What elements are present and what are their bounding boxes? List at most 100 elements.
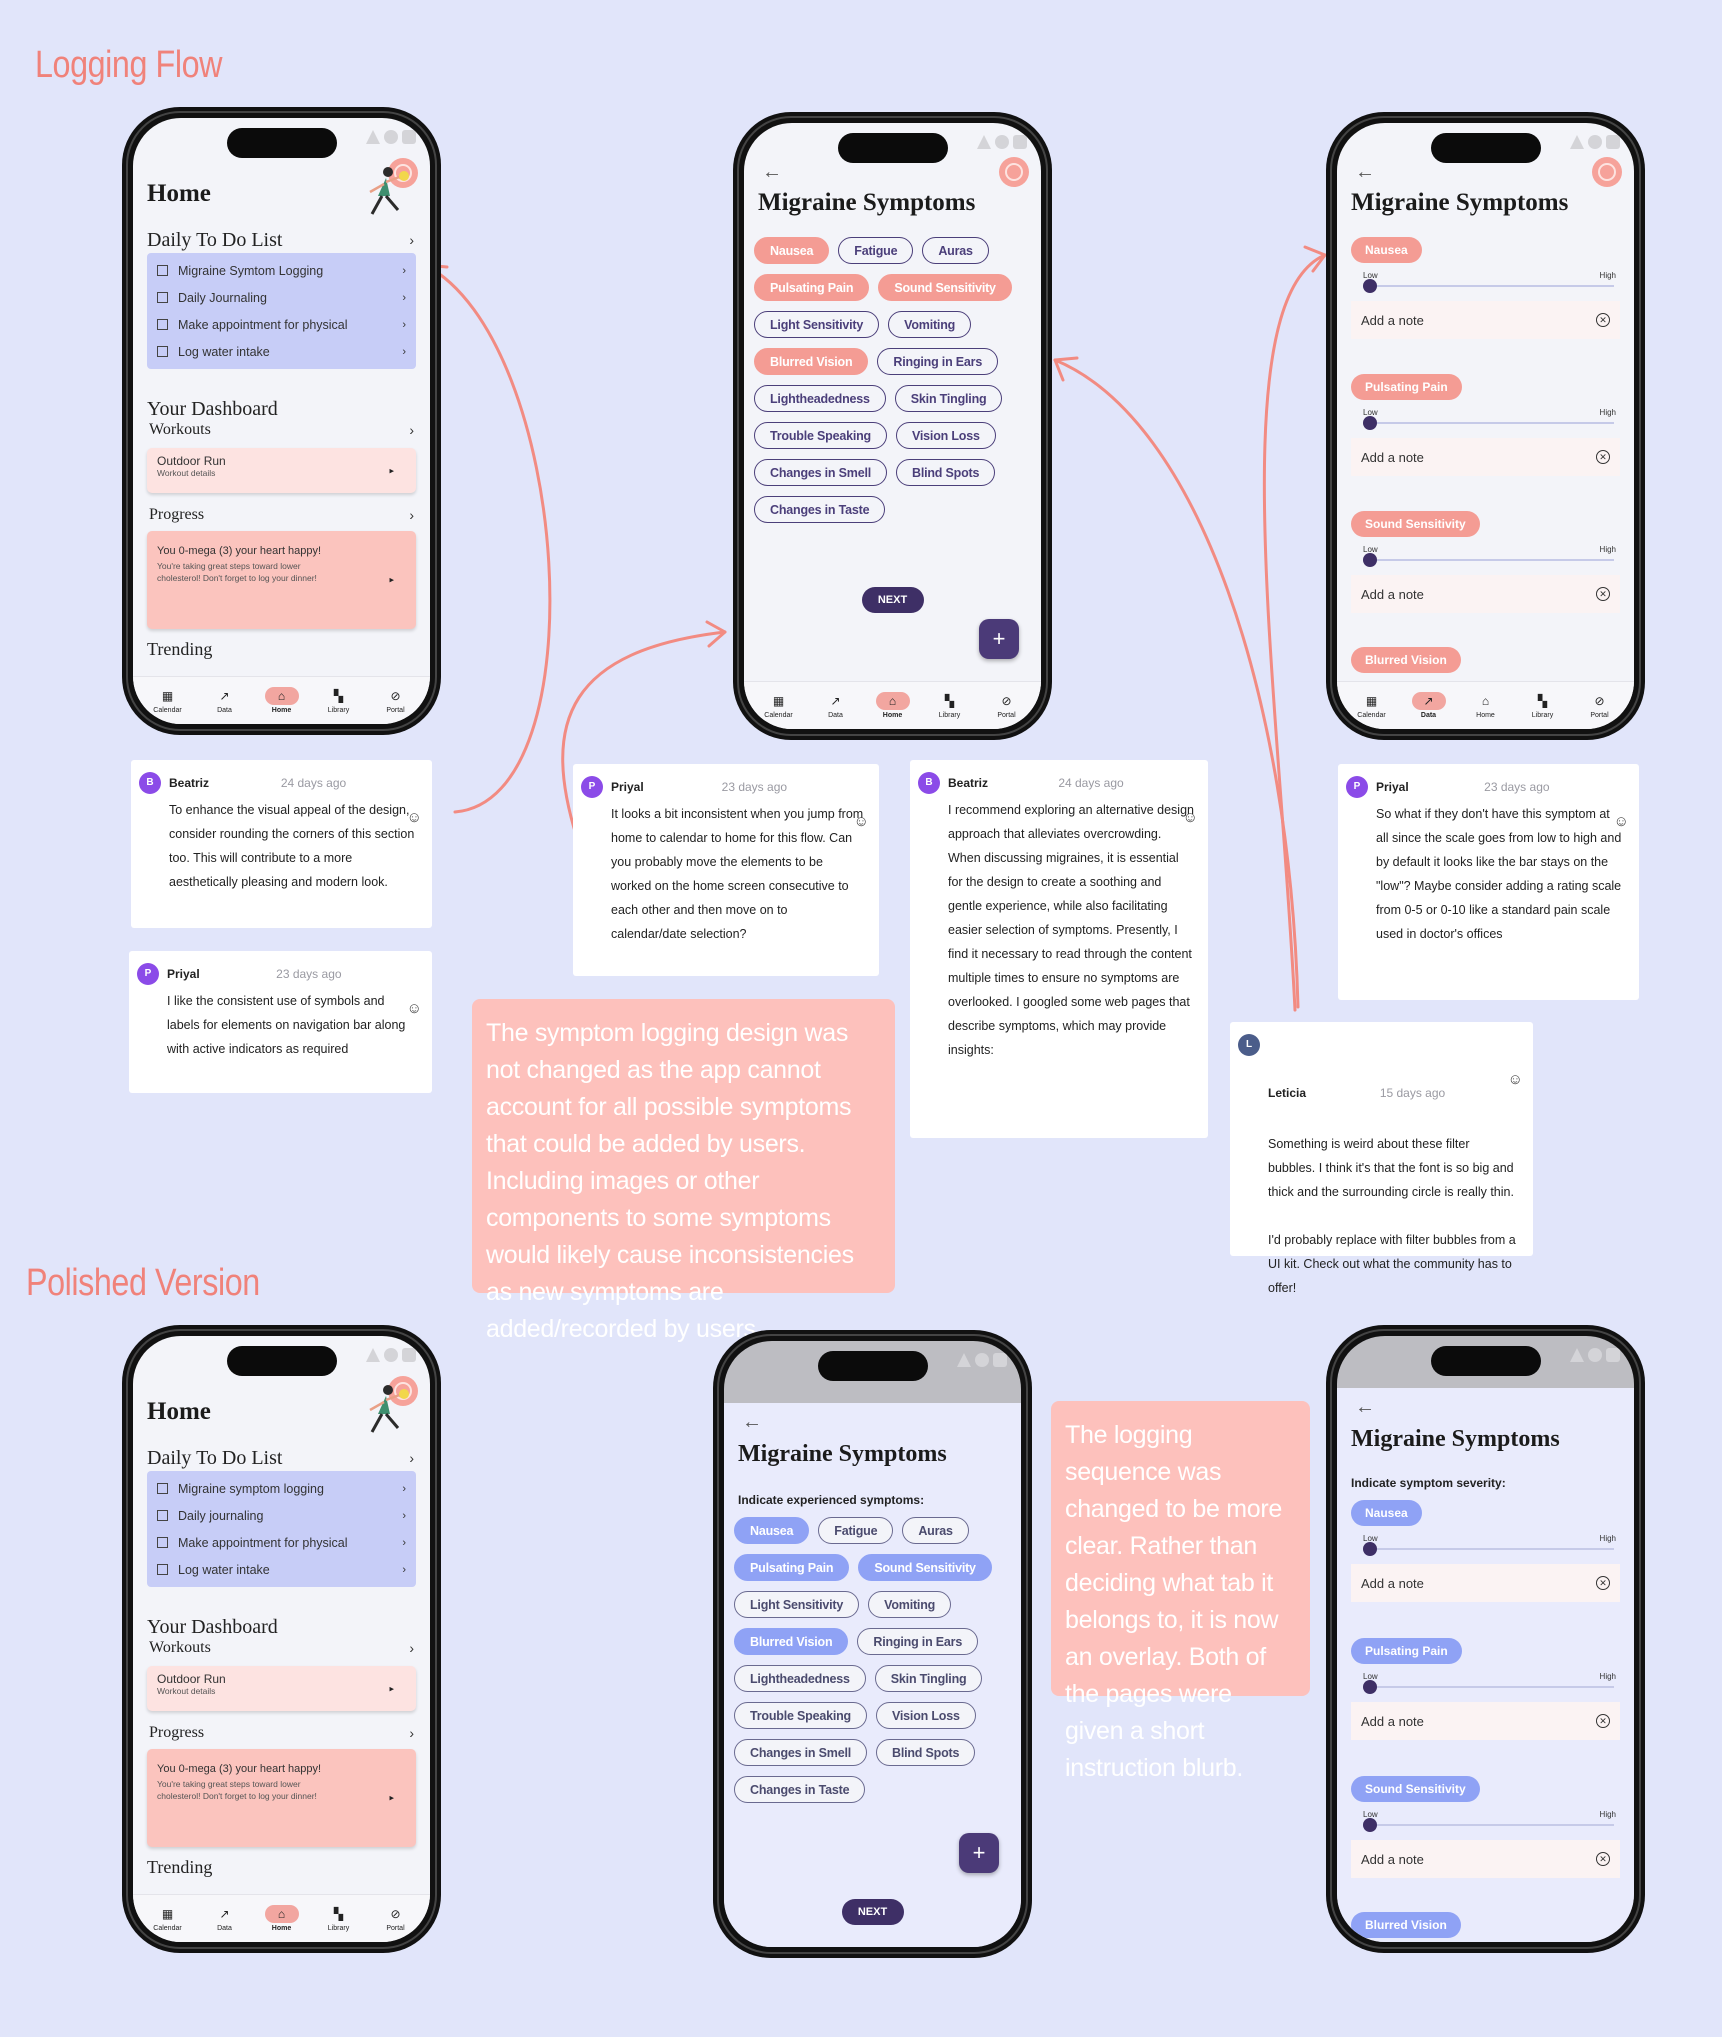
symptom-chip[interactable]: Vision Loss: [876, 1702, 976, 1729]
symptom-chip[interactable]: Changes in Smell: [734, 1739, 867, 1766]
symptom-chip[interactable]: Fatigue: [838, 237, 914, 264]
checkbox[interactable]: [157, 1483, 168, 1494]
nav-calendar[interactable]: ▦Calendar: [1345, 692, 1399, 719]
back-arrow-icon[interactable]: ←: [762, 161, 782, 183]
severity-slider[interactable]: [1363, 416, 1614, 430]
checkbox[interactable]: [157, 265, 168, 276]
nav-data[interactable]: ↗Data: [809, 692, 863, 719]
nav-portal[interactable]: ⊘Portal: [369, 687, 423, 714]
todo-item[interactable]: Migraine symptom logging›: [157, 1475, 406, 1502]
symptom-chip[interactable]: Pulsating Pain: [754, 274, 870, 301]
symptom-chip[interactable]: Skin Tingling: [894, 385, 1003, 412]
chevron-right-icon[interactable]: ›: [409, 1450, 414, 1466]
close-circle-icon[interactable]: ✕: [1596, 1576, 1610, 1590]
close-circle-icon[interactable]: ✕: [1596, 313, 1610, 327]
symptom-chip[interactable]: Lightheadedness: [734, 1665, 866, 1692]
symptom-chip[interactable]: Blurred Vision: [734, 1628, 849, 1655]
next-button[interactable]: NEXT: [841, 1899, 904, 1925]
symptom-chip[interactable]: Auras: [922, 237, 989, 264]
chevron-right-icon[interactable]: ›: [409, 422, 414, 438]
workout-card[interactable]: Outdoor Run Workout details ▸: [147, 448, 416, 493]
symptom-chip[interactable]: Ringing in Ears: [877, 348, 999, 375]
symptom-chip[interactable]: Changes in Smell: [754, 459, 887, 486]
profile-avatar-icon[interactable]: [999, 157, 1029, 187]
slider-knob[interactable]: [1363, 553, 1377, 567]
symptom-chip[interactable]: Ringing in Ears: [857, 1628, 979, 1655]
todo-item[interactable]: Log water intake›: [157, 338, 406, 365]
nav-portal[interactable]: ⊘Portal: [980, 692, 1034, 719]
note-field[interactable]: Add a note✕: [1351, 1564, 1620, 1602]
todo-item[interactable]: Make appointment for physical›: [157, 311, 406, 338]
back-arrow-icon[interactable]: ←: [742, 1411, 762, 1433]
add-symptom-button[interactable]: +: [959, 1833, 999, 1873]
chevron-right-icon[interactable]: ›: [409, 1640, 414, 1656]
severity-slider[interactable]: [1363, 1542, 1614, 1556]
todo-item[interactable]: Migraine Symtom Logging›: [157, 257, 406, 284]
symptom-chip[interactable]: Nausea: [754, 237, 830, 264]
nav-library[interactable]: ▚Library: [1516, 692, 1570, 719]
chevron-right-icon[interactable]: ›: [409, 507, 414, 523]
symptom-chip[interactable]: Changes in Taste: [754, 496, 886, 523]
symptom-chip[interactable]: Sound Sensitivity: [878, 274, 1012, 301]
nav-data[interactable]: ↗Data: [198, 687, 252, 714]
add-reaction-icon[interactable]: ☺: [406, 1000, 422, 1017]
chevron-right-icon[interactable]: ›: [409, 232, 414, 248]
slider-knob[interactable]: [1363, 1818, 1377, 1832]
close-circle-icon[interactable]: ✕: [1596, 450, 1610, 464]
add-reaction-icon[interactable]: ☺: [853, 813, 869, 830]
nav-portal[interactable]: ⊘Portal: [369, 1905, 423, 1932]
add-reaction-icon[interactable]: ☺: [406, 809, 422, 826]
chevron-right-icon[interactable]: ›: [409, 1725, 414, 1741]
todo-item[interactable]: Daily Journaling›: [157, 284, 406, 311]
checkbox[interactable]: [157, 346, 168, 357]
progress-card[interactable]: You 0-mega (3) your heart happy! You're …: [147, 1749, 416, 1847]
todo-item[interactable]: Daily journaling›: [157, 1502, 406, 1529]
close-circle-icon[interactable]: ✕: [1596, 587, 1610, 601]
symptom-chip[interactable]: Lightheadedness: [754, 385, 886, 412]
nav-home[interactable]: ⌂Home: [1459, 692, 1513, 719]
slider-knob[interactable]: [1363, 416, 1377, 430]
note-field[interactable]: Add a note✕: [1351, 1840, 1620, 1878]
checkbox[interactable]: [157, 319, 168, 330]
close-circle-icon[interactable]: ✕: [1596, 1852, 1610, 1866]
checkbox[interactable]: [157, 292, 168, 303]
symptom-chip[interactable]: Blind Spots: [876, 1739, 976, 1766]
severity-slider[interactable]: [1363, 1680, 1614, 1694]
symptom-chip[interactable]: Vision Loss: [896, 422, 996, 449]
add-symptom-button[interactable]: +: [979, 619, 1019, 659]
checkbox[interactable]: [157, 1537, 168, 1548]
close-circle-icon[interactable]: ✕: [1596, 1714, 1610, 1728]
symptom-chip[interactable]: Changes in Taste: [734, 1776, 866, 1803]
nav-library[interactable]: ▚Library: [923, 692, 977, 719]
slider-knob[interactable]: [1363, 1542, 1377, 1556]
symptom-chip[interactable]: Sound Sensitivity: [858, 1554, 992, 1581]
symptom-chip[interactable]: Blind Spots: [896, 459, 996, 486]
severity-slider[interactable]: [1363, 279, 1614, 293]
add-reaction-icon[interactable]: ☺: [1613, 813, 1629, 830]
note-field[interactable]: Add a note✕: [1351, 301, 1620, 339]
progress-card[interactable]: You 0-mega (3) your heart happy! You're …: [147, 531, 416, 629]
checkbox[interactable]: [157, 1510, 168, 1521]
symptom-chip[interactable]: Skin Tingling: [874, 1665, 983, 1692]
nav-data[interactable]: ↗Data: [198, 1905, 252, 1932]
symptom-chip[interactable]: Auras: [902, 1517, 969, 1544]
nav-home[interactable]: ⌂Home: [255, 687, 309, 714]
profile-avatar-icon[interactable]: [1592, 157, 1622, 187]
note-field[interactable]: Add a note✕: [1351, 438, 1620, 476]
symptom-chip[interactable]: Pulsating Pain: [734, 1554, 850, 1581]
add-reaction-icon[interactable]: ☺: [1182, 809, 1198, 826]
symptom-chip[interactable]: Blurred Vision: [754, 348, 869, 375]
workout-card[interactable]: Outdoor Run Workout details ▸: [147, 1666, 416, 1711]
nav-library[interactable]: ▚Library: [312, 687, 366, 714]
nav-data[interactable]: ↗Data: [1402, 692, 1456, 719]
symptom-chip[interactable]: Vomiting: [888, 311, 972, 338]
severity-slider[interactable]: [1363, 1818, 1614, 1832]
symptom-chip[interactable]: Trouble Speaking: [734, 1702, 867, 1729]
add-reaction-icon[interactable]: ☺: [1507, 1071, 1523, 1088]
nav-calendar[interactable]: ▦Calendar: [141, 687, 195, 714]
symptom-chip[interactable]: Light Sensitivity: [754, 311, 880, 338]
slider-knob[interactable]: [1363, 279, 1377, 293]
slider-knob[interactable]: [1363, 1680, 1377, 1694]
nav-calendar[interactable]: ▦Calendar: [752, 692, 806, 719]
symptom-chip[interactable]: Fatigue: [818, 1517, 894, 1544]
